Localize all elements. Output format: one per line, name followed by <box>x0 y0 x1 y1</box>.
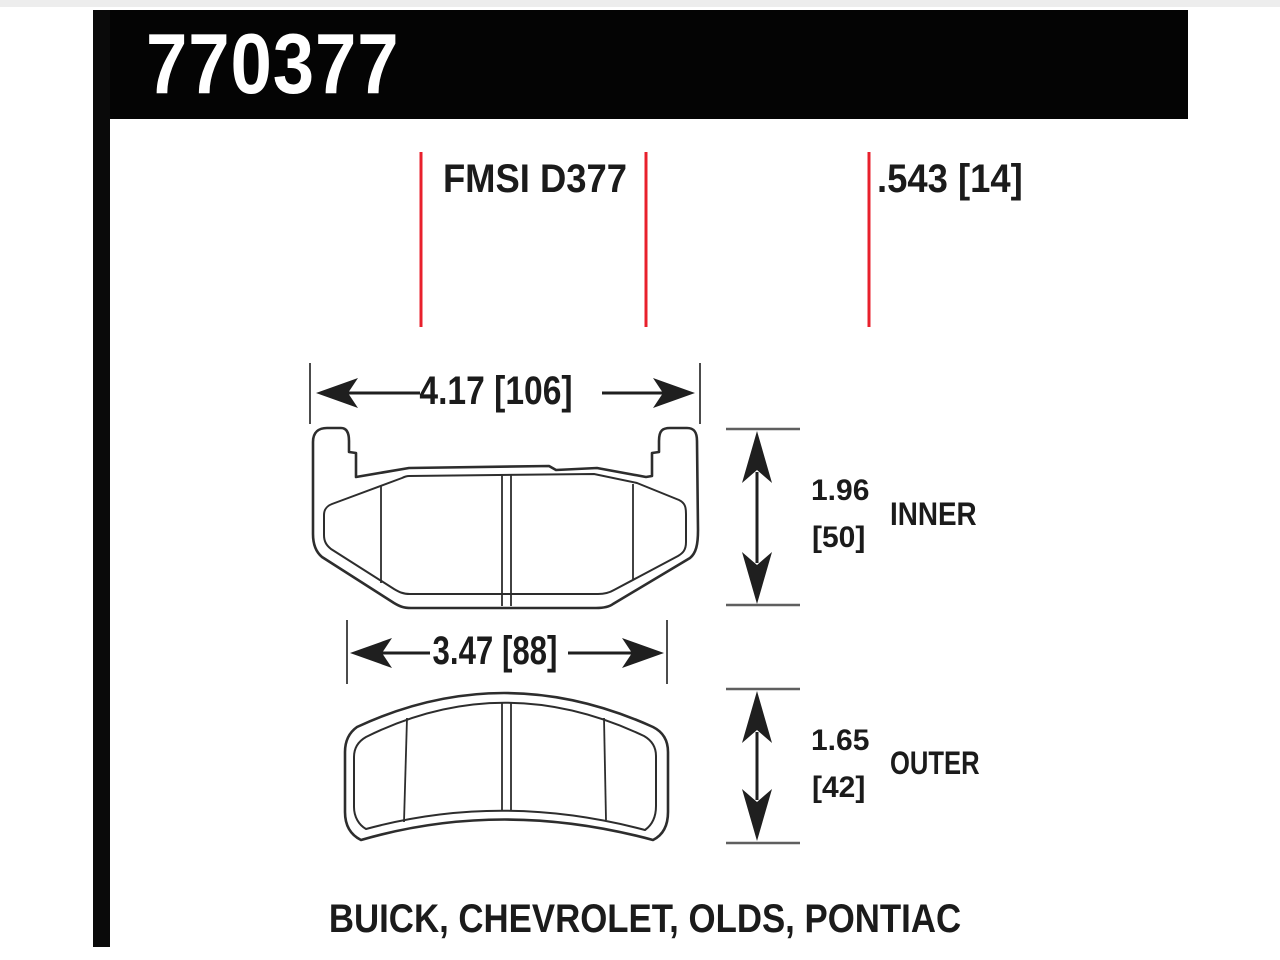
outer-width-value: 3.47 [88] <box>432 629 558 673</box>
outer-width-dimension <box>346 620 668 684</box>
friction-divider <box>603 717 607 821</box>
outer-height-dimension <box>726 687 800 845</box>
friction-divider <box>403 717 408 823</box>
inner-height-inches: 1.96 <box>811 474 870 507</box>
outer-height-mm: [42] <box>812 771 866 804</box>
inner-pad-label: INNER <box>890 496 977 532</box>
up-arrowhead-icon <box>742 691 772 743</box>
left-accent-bar <box>93 10 110 947</box>
up-arrowhead-icon <box>742 431 772 483</box>
inner-pad-backing-outline <box>311 426 700 610</box>
inner-pad-drawing <box>311 426 700 610</box>
vehicle-applications: BUICK, CHEVROLET, OLDS, PONTIAC <box>328 897 962 941</box>
inner-height-mm: [50] <box>812 521 866 554</box>
outer-pad-drawing <box>343 691 670 842</box>
inner-height-dimension <box>726 427 800 607</box>
fmsi-code-label: FMSI D377 <box>442 157 628 201</box>
inner-width-value: 4.17 [106] <box>419 369 573 413</box>
inner-width-dimension <box>309 363 701 424</box>
pad-thickness-label: .543 [14] <box>877 157 1023 201</box>
right-arrowhead-icon <box>622 638 664 668</box>
outer-height-inches: 1.65 <box>811 724 870 757</box>
outer-pad-backing-outline <box>343 691 670 842</box>
left-arrowhead-icon <box>350 638 392 668</box>
outer-pad-friction-outline <box>353 701 657 831</box>
outer-pad-label: OUTER <box>890 745 980 781</box>
left-arrowhead-icon <box>316 378 358 408</box>
down-arrowhead-icon <box>742 552 772 604</box>
part-number-banner: 770377 <box>93 10 1188 119</box>
part-number: 770377 <box>146 17 400 112</box>
right-arrowhead-icon <box>653 378 695 408</box>
down-arrowhead-icon <box>742 789 772 841</box>
inner-pad-friction-outline <box>323 473 687 595</box>
top-edge-strip <box>0 0 1280 7</box>
